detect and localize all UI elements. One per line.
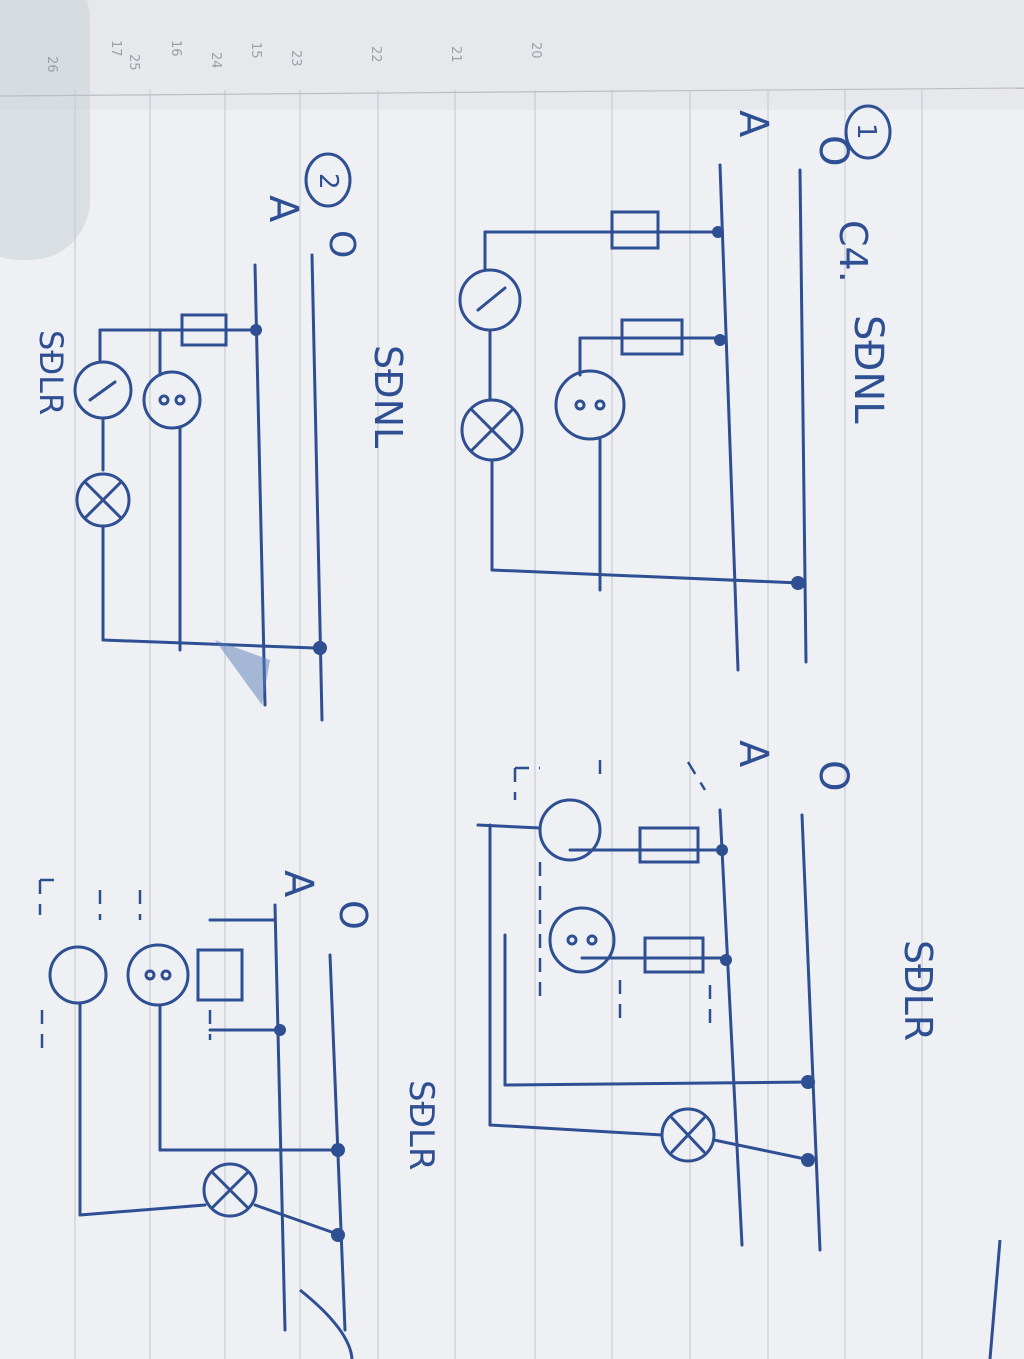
phase-bus-wire xyxy=(273,903,287,1332)
diagram-title: SĐLR xyxy=(896,940,940,1041)
diagram-1-junctions xyxy=(712,226,805,590)
diagram-2-wiring xyxy=(48,903,347,1332)
lamp-symbol xyxy=(202,1162,258,1218)
line-number: 25 xyxy=(126,54,141,71)
diagram-number-circle xyxy=(844,104,892,160)
diagram-number: 2 xyxy=(313,173,343,190)
zero-bus-wire xyxy=(800,813,822,1252)
line-number: 20 xyxy=(528,42,543,59)
terminal-label-phase: A xyxy=(275,870,321,898)
line-number: 24 xyxy=(208,52,223,69)
ruled-lines xyxy=(0,87,1024,1359)
zero-bus-wire xyxy=(798,168,808,664)
phase-bus-wire xyxy=(253,263,267,707)
paper-margin xyxy=(0,0,1024,110)
terminal-label-phase: A xyxy=(730,740,776,768)
bottom-label: SĐLR xyxy=(32,330,70,415)
page-edge-strokes xyxy=(299,1239,1002,1359)
terminal-label-zero: O xyxy=(810,135,856,166)
fuse-symbol xyxy=(643,936,705,974)
diagram-2-junctions xyxy=(250,324,327,655)
socket-symbol xyxy=(142,370,202,430)
fuse-symbol xyxy=(638,826,700,864)
diagram-1-wiring-junctions xyxy=(716,844,815,1167)
line-number: 16 xyxy=(168,40,183,57)
diagram-2-schematic xyxy=(73,152,352,722)
line-number: 26 xyxy=(44,56,59,73)
diagram-title: SĐNL xyxy=(366,345,410,448)
line-number: 21 xyxy=(448,46,463,63)
diagram-number-circle xyxy=(304,152,352,208)
terminal-label-zero: O xyxy=(810,760,856,791)
phase-bus-wire xyxy=(718,163,740,672)
line-number: 17 xyxy=(108,40,123,57)
diagram-title: SĐNL xyxy=(845,315,891,424)
fuse-symbol xyxy=(196,948,244,1002)
diagram-number: 1 xyxy=(851,123,881,140)
shadow-corner xyxy=(0,0,90,260)
socket-symbol xyxy=(548,906,616,974)
switch-symbol xyxy=(538,798,602,862)
diagram-1-schematic xyxy=(458,104,892,672)
socket-symbol xyxy=(126,943,190,1007)
terminal-label-phase: A xyxy=(730,110,776,138)
page-heading: C4. xyxy=(831,220,875,283)
diagram-title: SĐLR xyxy=(401,1080,441,1171)
diagram-1-box-outlines xyxy=(513,760,712,1030)
terminal-label-zero: O xyxy=(321,230,362,258)
switch-symbol xyxy=(48,945,108,1005)
line-number: 22 xyxy=(368,46,383,63)
diagram-2-box-outlines xyxy=(38,878,212,1050)
diagram-1-wiring xyxy=(476,798,822,1252)
ink-smudge xyxy=(215,640,270,705)
fuse-symbol xyxy=(620,318,684,356)
line-number: 15 xyxy=(248,42,263,59)
line-number: 23 xyxy=(288,50,303,67)
socket-symbol xyxy=(554,369,626,441)
line-number-row: 15 16 17 18 19 20 21 22 23 24 25 26 xyxy=(44,40,543,73)
terminal-label-phase: A xyxy=(260,195,306,223)
zero-bus-wire xyxy=(328,953,347,1332)
phase-bus-wire xyxy=(718,808,744,1247)
terminal-label-zero: O xyxy=(331,900,375,930)
fuse-symbol xyxy=(610,210,660,250)
diagram-2-wiring-junctions xyxy=(274,1024,345,1242)
